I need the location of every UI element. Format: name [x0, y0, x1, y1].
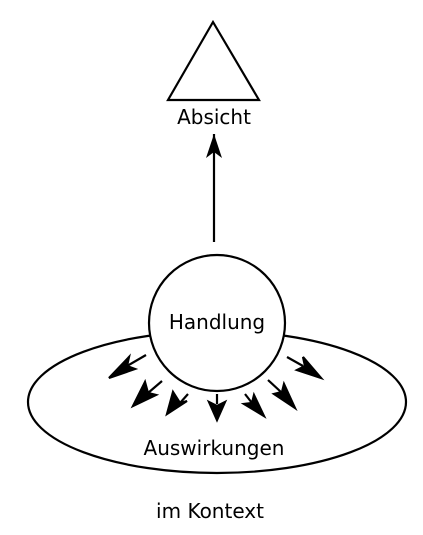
effects-label: Auswirkungen — [144, 436, 285, 460]
action-circle — [147, 253, 287, 393]
context-label: im Kontext — [156, 499, 264, 523]
action-label: Handlung — [169, 310, 265, 334]
action-to-intent-arrowhead — [206, 134, 222, 158]
intent-triangle — [166, 19, 261, 102]
intent-label: Absicht — [177, 105, 251, 129]
effect-arrows — [108, 353, 325, 423]
